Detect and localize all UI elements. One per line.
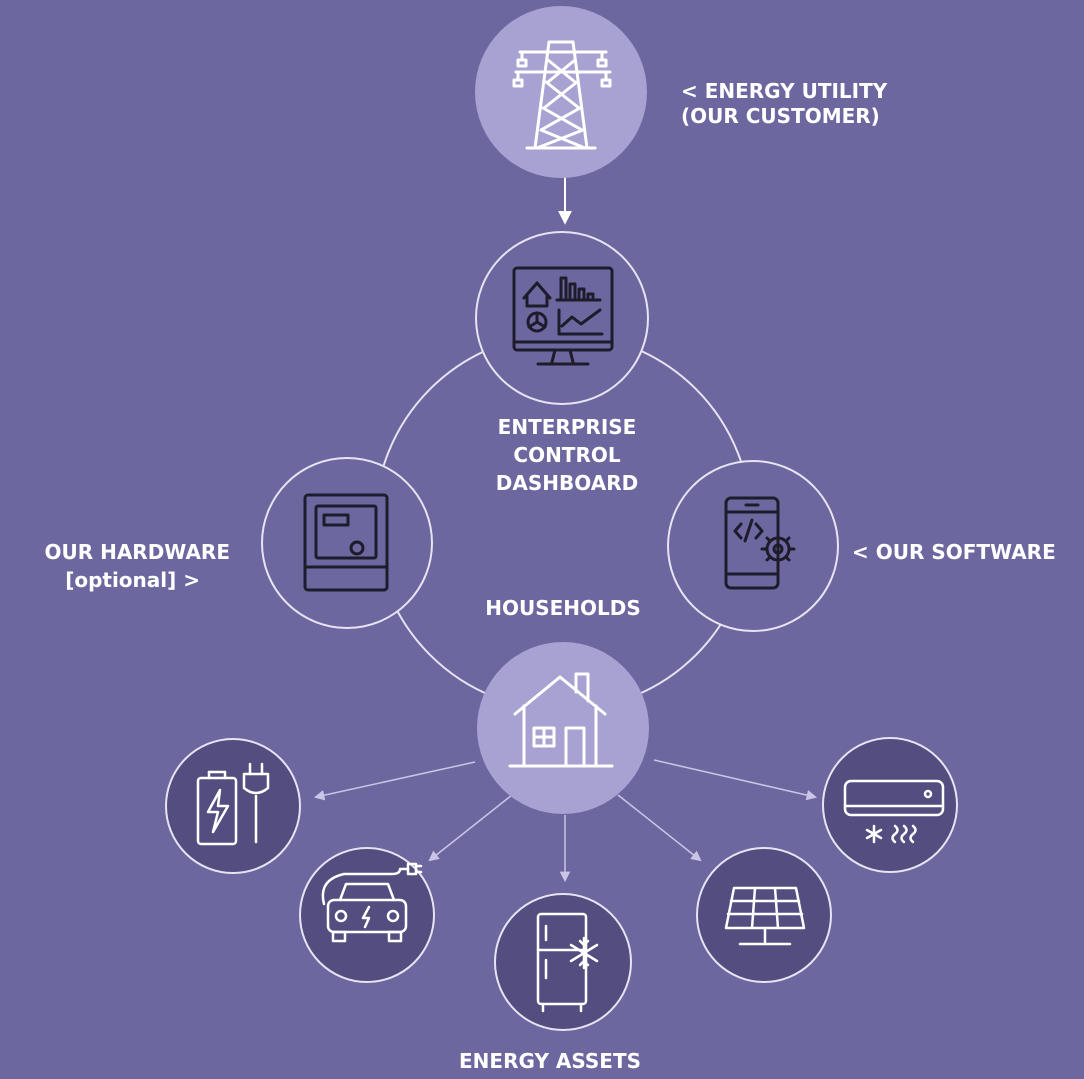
dashboard-label-line-3: DASHBOARD [495, 471, 639, 495]
hardware-node [261, 457, 433, 629]
arrow-to-ac [653, 759, 818, 801]
power-tower-icon [512, 40, 612, 150]
households-label: HOUSEHOLDS [485, 596, 641, 620]
arrow-to-solar [617, 794, 702, 862]
car-node [299, 847, 435, 983]
battery-node [165, 738, 301, 874]
solar-panel-icon [724, 886, 806, 946]
refrigerator-icon [536, 912, 599, 1013]
dashboard-label-line-2: CONTROL [513, 443, 621, 467]
mobile-app-settings-icon [724, 496, 796, 590]
hardware-label-line-1: OUR HARDWARE [44, 540, 230, 564]
dashboard-label-line-1: ENTERPRISE [497, 415, 637, 439]
software-node [667, 460, 839, 632]
battery-charger-icon [196, 762, 270, 846]
electric-car-icon [321, 862, 423, 943]
ac-node [822, 737, 958, 873]
software-label: < OUR SOFTWARE [852, 540, 1056, 564]
house-icon [508, 672, 614, 768]
solar-node [696, 847, 832, 983]
air-conditioner-icon [843, 779, 945, 844]
utility-label-line-2: (OUR CUSTOMER) [681, 104, 880, 128]
fridge-node [494, 893, 632, 1031]
hardware-label-line-2: [optional] > [65, 568, 200, 592]
smart-meter-icon [303, 493, 389, 592]
utility-label-line-1: < ENERGY UTILITY [681, 79, 888, 103]
household-node [477, 642, 649, 814]
arrow-to-car [428, 794, 513, 862]
energy-assets-label: ENERGY ASSETS [459, 1049, 641, 1073]
arrow-to-battery [313, 761, 476, 801]
dashboard-monitor-icon [512, 266, 614, 366]
utility-node [475, 6, 647, 178]
dashboard-node [475, 231, 649, 405]
snowflake-icon [569, 936, 599, 970]
